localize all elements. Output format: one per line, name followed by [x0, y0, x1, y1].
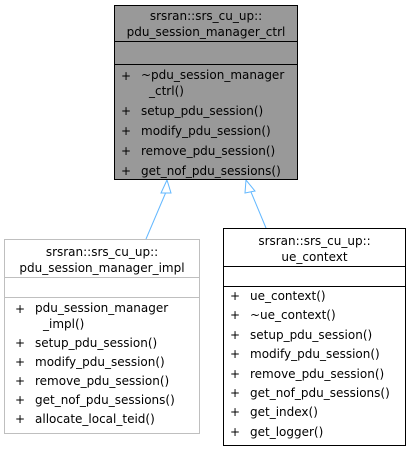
attributes-compartment	[115, 42, 297, 65]
attributes-compartment	[5, 278, 199, 298]
visibility-public: +	[230, 289, 241, 303]
method-remove-pdu-session[interactable]: + remove_pdu_session()	[230, 365, 405, 384]
method-name: ~ue_context()	[250, 308, 336, 323]
class-pdu-session-manager-ctrl[interactable]: srsran::srs_cu_up:: pdu_session_manager_…	[114, 5, 298, 180]
method-modify-pdu-session[interactable]: + modify_pdu_session()	[121, 122, 297, 142]
inheritance-arrow-ue-context	[244, 178, 256, 194]
class-name: srsran::srs_cu_up:: pdu_session_manager_…	[115, 6, 297, 42]
method-name: setup_pdu_session()	[250, 327, 373, 342]
method-setup-pdu-session[interactable]: + setup_pdu_session()	[15, 334, 199, 353]
method-name: remove_pdu_session()	[250, 366, 385, 381]
method-name: allocate_local_teid()	[35, 412, 155, 426]
class-name: srsran::srs_cu_up:: pdu_session_manager_…	[5, 240, 199, 278]
visibility-public: +	[15, 393, 26, 407]
method-name: get_nof_pdu_sessions()	[141, 164, 281, 178]
method-modify-pdu-session[interactable]: + modify_pdu_session()	[230, 345, 405, 364]
edge-impl-to-ctrl	[145, 191, 167, 240]
method-name: remove_pdu_session()	[35, 374, 170, 388]
class-pdu-session-manager-impl[interactable]: srsran::srs_cu_up:: pdu_session_manager_…	[4, 239, 200, 434]
method-allocate-local-teid[interactable]: + allocate_local_teid()	[15, 410, 199, 429]
method-name: setup_pdu_session()	[141, 104, 264, 118]
visibility-public: +	[15, 355, 26, 369]
method-get-nof-pdu-sessions[interactable]: + get_nof_pdu_sessions()	[121, 162, 297, 182]
visibility-public: +	[230, 327, 241, 342]
method-constructor[interactable]: + pdu_session_manager _impl()	[15, 300, 199, 334]
method-get-nof-pdu-sessions[interactable]: + get_nof_pdu_sessions()	[15, 391, 199, 410]
visibility-public: +	[15, 412, 26, 426]
class-namespace: srsran::srs_cu_up::	[258, 234, 371, 248]
visibility-public: +	[15, 302, 26, 316]
visibility-public: +	[121, 124, 132, 138]
method-name: modify_pdu_session()	[141, 124, 271, 138]
class-name: srsran::srs_cu_up:: ue_context	[224, 229, 405, 267]
visibility-public: +	[230, 424, 241, 439]
class-ue-context[interactable]: srsran::srs_cu_up:: ue_context + ue_cont…	[223, 228, 406, 446]
method-get-nof-pdu-sessions[interactable]: + get_nof_pdu_sessions()	[230, 384, 405, 403]
methods-compartment: + pdu_session_manager _impl() + setup_pd…	[5, 298, 199, 429]
class-namespace: srsran::srs_cu_up::	[45, 245, 159, 259]
class-namespace: srsran::srs_cu_up::	[149, 9, 263, 23]
visibility-public: +	[230, 366, 241, 381]
method-remove-pdu-session[interactable]: + remove_pdu_session()	[15, 372, 199, 391]
method-name: ue_context()	[250, 289, 326, 303]
method-name: modify_pdu_session()	[35, 355, 165, 369]
method-name: get_logger()	[250, 424, 324, 439]
class-title: pdu_session_manager_impl	[19, 261, 185, 275]
method-name: modify_pdu_session()	[250, 347, 380, 362]
method-constructor[interactable]: + ue_context()	[230, 287, 405, 306]
visibility-public: +	[121, 69, 132, 83]
visibility-public: +	[121, 144, 132, 158]
method-modify-pdu-session[interactable]: + modify_pdu_session()	[15, 353, 199, 372]
inheritance-arrow-impl	[160, 178, 172, 194]
visibility-public: +	[230, 308, 241, 323]
methods-compartment: + ue_context() + ~ue_context() + setup_p…	[224, 287, 405, 442]
method-name-continuation: _ctrl()	[149, 84, 184, 98]
method-destructor[interactable]: + ~pdu_session_manager _ctrl()	[121, 67, 297, 102]
method-name: remove_pdu_session()	[141, 144, 276, 158]
method-name: setup_pdu_session()	[35, 336, 158, 350]
method-remove-pdu-session[interactable]: + remove_pdu_session()	[121, 142, 297, 162]
method-name: ~pdu_session_manager	[141, 68, 285, 82]
visibility-public: +	[230, 385, 241, 400]
edge-ue-context-to-ctrl	[250, 191, 267, 229]
method-get-logger[interactable]: + get_logger()	[230, 423, 405, 442]
method-get-index[interactable]: + get_index()	[230, 403, 405, 422]
method-name: pdu_session_manager	[35, 301, 169, 315]
visibility-public: +	[121, 164, 132, 178]
method-setup-pdu-session[interactable]: + setup_pdu_session()	[230, 326, 405, 345]
method-name-continuation: _impl()	[43, 317, 85, 331]
method-name: get_index()	[250, 405, 318, 420]
methods-compartment: + ~pdu_session_manager _ctrl() + setup_p…	[115, 65, 297, 182]
method-name: get_nof_pdu_sessions()	[35, 393, 175, 407]
method-setup-pdu-session[interactable]: + setup_pdu_session()	[121, 102, 297, 122]
class-title: ue_context	[281, 250, 348, 264]
visibility-public: +	[230, 405, 241, 420]
class-title: pdu_session_manager_ctrl	[126, 25, 286, 39]
method-name: get_nof_pdu_sessions()	[250, 385, 390, 400]
visibility-public: +	[230, 347, 241, 362]
method-destructor[interactable]: + ~ue_context()	[230, 306, 405, 325]
visibility-public: +	[15, 374, 26, 388]
visibility-public: +	[121, 104, 132, 118]
attributes-compartment	[224, 267, 405, 287]
visibility-public: +	[15, 336, 26, 350]
